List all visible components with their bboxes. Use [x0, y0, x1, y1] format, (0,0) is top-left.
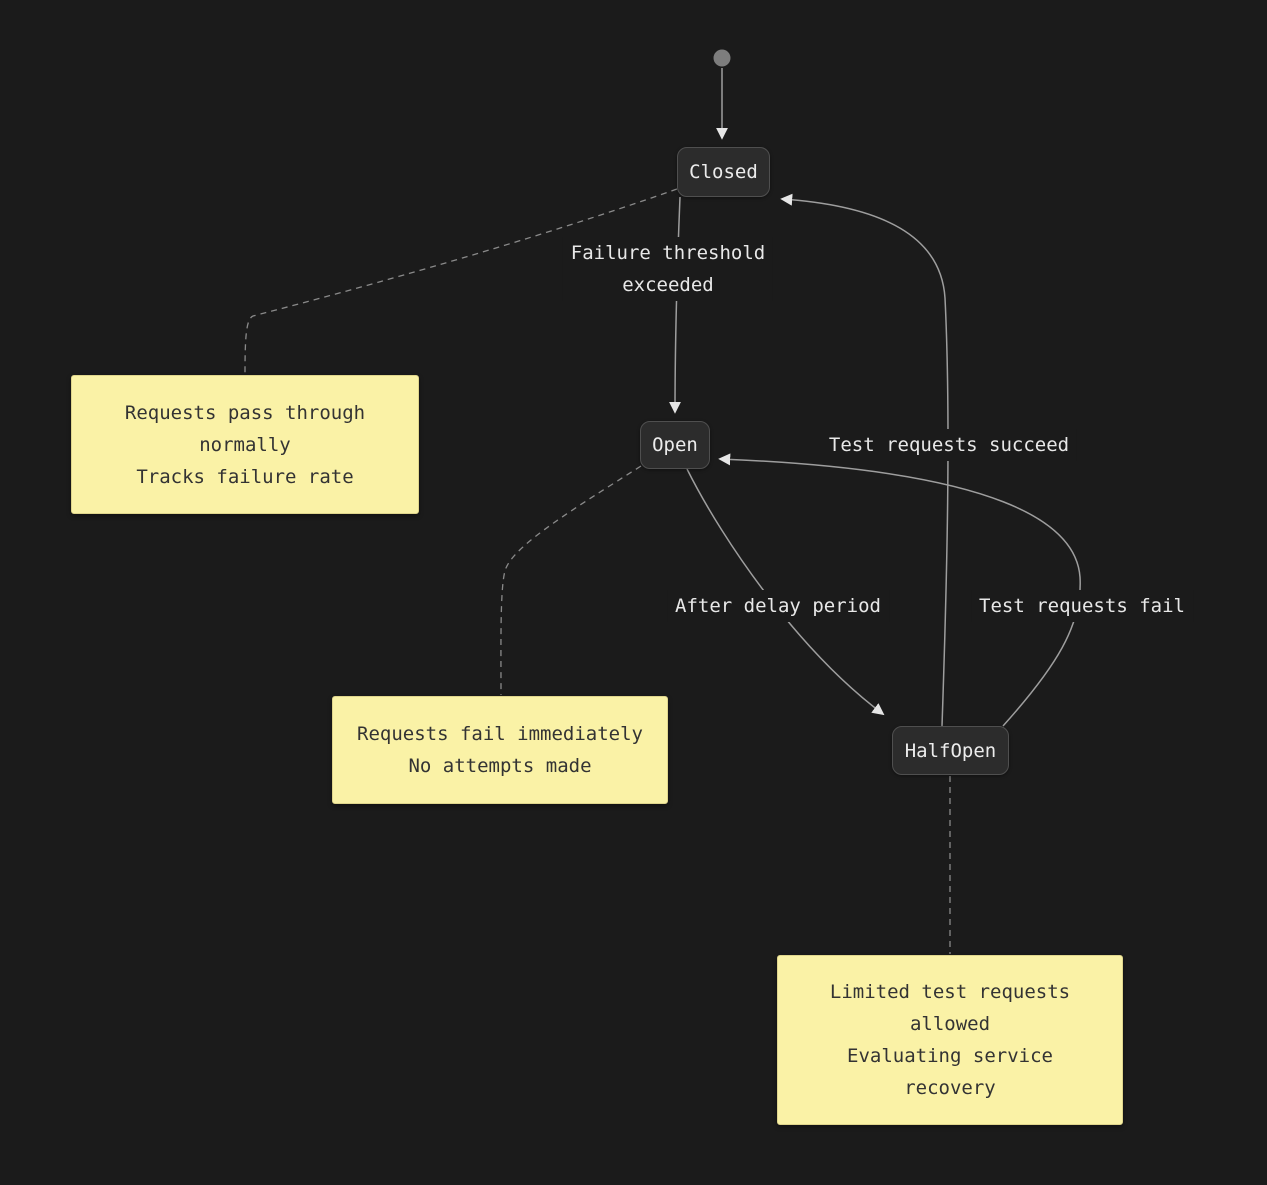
note-open-line2: No attempts made — [408, 755, 592, 777]
state-halfopen-label: HalfOpen — [904, 739, 997, 762]
state-closed: Closed — [677, 147, 770, 197]
note-closed-line1: Requests pass through — [124, 401, 366, 424]
note-link-open — [500, 465, 642, 696]
note-closed-line2: normally — [199, 433, 291, 456]
note-halfopen-line3: Evaluating service — [847, 1045, 1053, 1067]
note-open: Requests fail immediately No attempts ma… — [332, 696, 668, 804]
note-halfopen-line1: Limited test requests — [829, 981, 1071, 1003]
edge-label-failure-threshold: Failure threshold exceeded — [562, 237, 774, 301]
note-halfopen-line4: recovery — [904, 1077, 996, 1099]
initial-state-dot — [713, 49, 731, 67]
note-halfopen-line2: allowed — [909, 1013, 991, 1035]
edge-halfopen-to-closed — [780, 193, 949, 727]
edge-halfopen-to-open — [718, 453, 1081, 727]
edge-label-failure-threshold-line2: exceeded — [622, 274, 714, 296]
note-link-closed — [244, 188, 678, 375]
state-open: Open — [640, 421, 710, 469]
state-closed-label: Closed — [689, 161, 758, 183]
edge-label-after-delay-period: After delay period — [667, 590, 889, 622]
edge-label-failure-threshold-line1: Failure threshold — [570, 242, 766, 264]
edge-label-test-requests-succeed: Test requests succeed — [820, 429, 1078, 461]
state-open-label: Open — [652, 434, 698, 456]
note-closed: Requests pass through normally Tracks fa… — [71, 375, 419, 514]
edge-label-test-requests-fail: Test requests fail — [971, 590, 1193, 622]
state-halfopen: HalfOpen — [892, 726, 1009, 775]
note-open-line1: Requests fail immediately — [357, 723, 643, 745]
note-halfopen: Limited test requests allowed Evaluating… — [777, 955, 1123, 1125]
note-closed-line3: Tracks failure rate — [136, 465, 354, 488]
edge-closed-to-open — [669, 196, 682, 414]
